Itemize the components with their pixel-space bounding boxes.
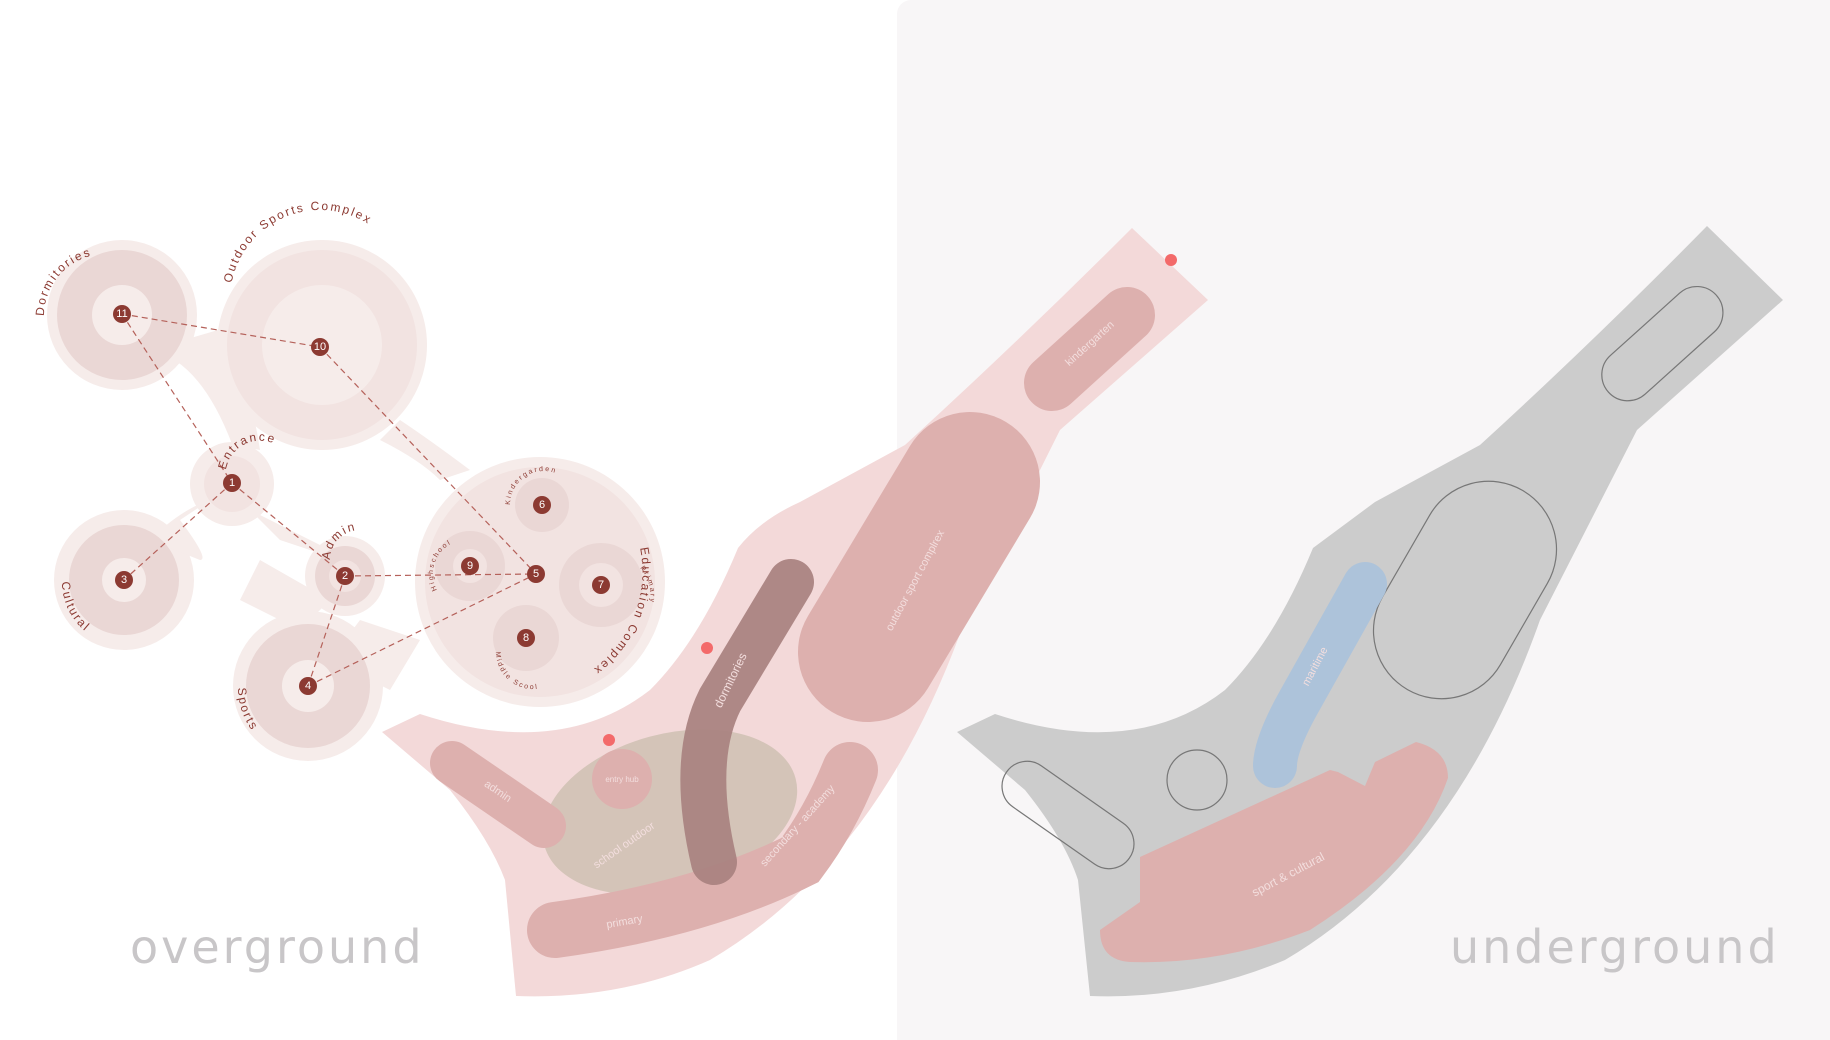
overground-plan: kindergarten outdoor sport complrex scho… — [382, 228, 1208, 997]
entrance-marker — [1165, 254, 1177, 266]
node-6: 6 — [533, 496, 551, 514]
svg-text:2: 2 — [342, 570, 348, 582]
node-10: 10 — [311, 338, 329, 356]
svg-text:11: 11 — [116, 308, 127, 320]
svg-text:entry hub: entry hub — [605, 775, 639, 784]
svg-text:1: 1 — [229, 477, 235, 489]
zone-entry-hub: entry hub — [592, 749, 652, 809]
svg-text:5: 5 — [533, 568, 539, 580]
underground-plan: maritime sport & cultural — [957, 226, 1783, 997]
svg-text:6: 6 — [539, 499, 545, 511]
zone-primary: primary — [527, 742, 878, 958]
svg-text:10: 10 — [314, 341, 326, 353]
node-4: 4 — [299, 677, 317, 695]
node-7: 7 — [592, 576, 610, 594]
node-2: 2 — [336, 567, 354, 585]
zone-outdoor-sport: outdoor sport complrex — [798, 412, 1040, 722]
entrance-marker — [603, 734, 615, 746]
zone-dormitories: dormitories — [680, 559, 814, 885]
entrance-marker — [701, 642, 713, 654]
svg-text:3: 3 — [121, 574, 127, 586]
connection-lines — [121, 313, 537, 687]
zone-admin: admin — [430, 741, 566, 848]
underground-label: underground — [1450, 920, 1780, 974]
zone-sport-cultural: sport & cultural — [1100, 742, 1448, 963]
node-1: 1 — [223, 474, 241, 492]
node-8: 8 — [517, 629, 535, 647]
svg-text:9: 9 — [467, 560, 473, 572]
zone-maritime: maritime — [1253, 562, 1387, 788]
node-9: 9 — [461, 557, 479, 575]
underground-outline — [1166, 749, 1228, 811]
bubble-diagram: 11 10 1 3 2 4 9 5 6 7 8 Dormitories Outd… — [33, 199, 665, 761]
underground-outline — [1001, 760, 1135, 870]
underground-outline — [1601, 285, 1724, 402]
overground-label: overground — [130, 920, 425, 974]
node-3: 3 — [115, 571, 133, 589]
svg-text:4: 4 — [305, 680, 311, 692]
svg-text:8: 8 — [523, 632, 529, 644]
node-5: 5 — [527, 565, 545, 583]
node-11: 11 — [113, 305, 131, 323]
underground-outline — [1372, 480, 1558, 700]
svg-text:7: 7 — [598, 579, 604, 591]
zone-kindergarten: kindergarten — [1024, 287, 1155, 411]
